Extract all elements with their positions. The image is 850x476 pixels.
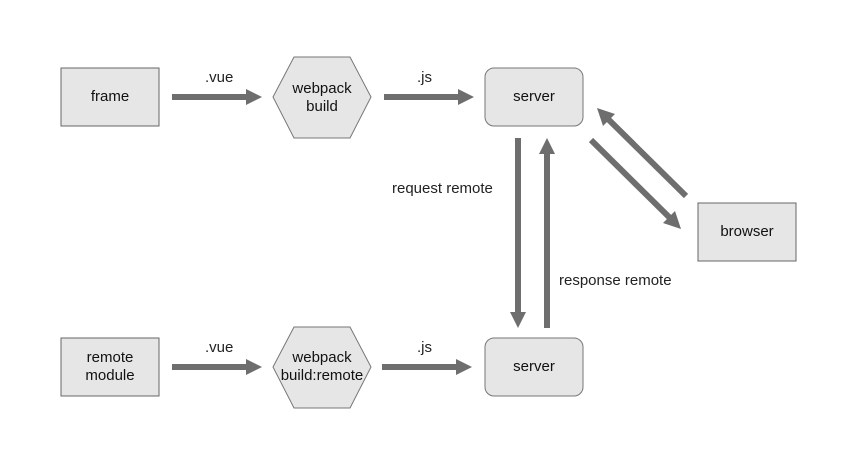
webpack-build-remote-line2: build:remote (281, 367, 364, 384)
browser-to-server-arrow (597, 108, 689, 199)
webpack-build-line1: webpack (291, 80, 352, 97)
request-remote-arrow (510, 138, 526, 328)
request-remote-label: request remote (392, 180, 493, 197)
webpack-build-line2: build (306, 98, 338, 115)
top-js-arrow (384, 89, 474, 105)
bottom-js-label: .js (417, 339, 432, 356)
frame-label: frame (91, 88, 129, 105)
response-remote-label: response remote (559, 272, 672, 289)
webpack-build-remote-line1: webpack (291, 349, 352, 366)
response-remote-arrow (539, 138, 555, 328)
remote-module-line2: module (85, 367, 134, 384)
bottom-js-arrow (382, 359, 472, 375)
server-bottom-label: server (513, 358, 555, 375)
server-to-browser-arrow (588, 137, 681, 229)
webpack-build-remote-node[interactable]: webpack build:remote (272, 326, 372, 409)
bottom-vue-label: .vue (205, 339, 233, 356)
server-top-label: server (513, 88, 555, 105)
remote-module-node[interactable]: remote module (60, 337, 160, 397)
remote-module-line1: remote (87, 349, 134, 366)
browser-label: browser (720, 223, 773, 240)
browser-node[interactable]: browser (697, 202, 797, 262)
server-bottom-node[interactable]: server (484, 337, 584, 397)
frame-node[interactable]: frame (60, 67, 160, 127)
bottom-vue-arrow (172, 359, 262, 375)
top-vue-arrow (172, 89, 262, 105)
top-vue-label: .vue (205, 69, 233, 86)
top-js-label: .js (417, 69, 432, 86)
server-top-node[interactable]: server (484, 67, 584, 127)
webpack-build-node[interactable]: webpack build (272, 56, 372, 139)
